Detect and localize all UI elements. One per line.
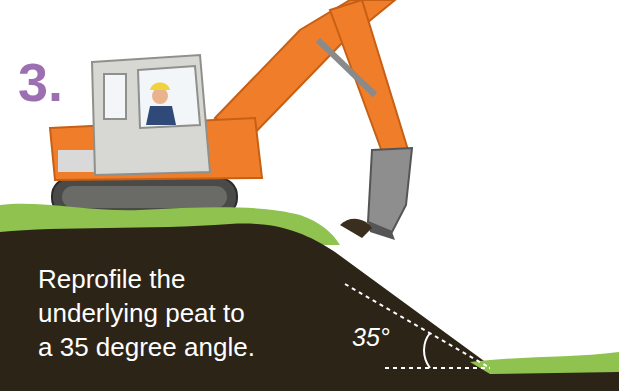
grass bbox=[470, 352, 619, 374]
bucket-teeth bbox=[368, 222, 395, 240]
operator-helmet bbox=[150, 83, 170, 91]
operator-body bbox=[146, 106, 176, 125]
excavator-arm bbox=[330, 0, 408, 160]
falling-soil bbox=[340, 219, 372, 238]
slope-line bbox=[345, 284, 490, 368]
body-panel bbox=[58, 150, 98, 172]
peat-ground bbox=[0, 224, 619, 391]
excavator-bucket bbox=[368, 148, 412, 232]
instruction-text: Reprofile the underlying peat to a 35 de… bbox=[38, 262, 260, 364]
angle-arc bbox=[424, 333, 430, 368]
excavator-cab bbox=[92, 55, 210, 175]
angle-label: 35° bbox=[352, 322, 422, 352]
horizontal-line bbox=[385, 367, 490, 369]
step-number: 3. bbox=[18, 52, 108, 112]
operator-head bbox=[152, 88, 168, 104]
track-inner bbox=[62, 186, 227, 208]
cab-window bbox=[138, 66, 200, 128]
cab-side-window bbox=[104, 74, 126, 119]
hydraulic-ram bbox=[318, 40, 375, 95]
